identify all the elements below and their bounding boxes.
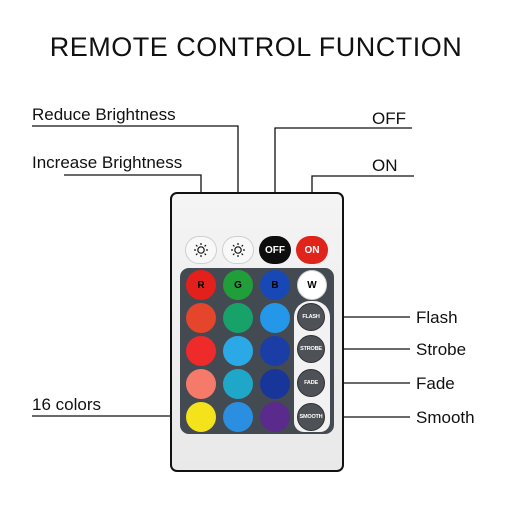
color-button-r3-c3[interactable]	[260, 369, 290, 399]
white-button[interactable]: W	[297, 270, 327, 300]
fade-callout: Fade	[416, 374, 455, 393]
strobe-button[interactable]: STROBE	[297, 335, 325, 363]
color-button-r4-c2[interactable]	[223, 402, 253, 432]
color-button-r1-c2[interactable]	[223, 303, 253, 333]
flash-button[interactable]: FLASH	[297, 303, 325, 331]
brightness-up-button[interactable]	[222, 236, 254, 264]
color-button-r1-c1[interactable]	[186, 303, 216, 333]
on-button[interactable]: ON	[296, 236, 328, 264]
color-button-r4-c3[interactable]	[260, 402, 290, 432]
page-title: REMOTE CONTROL FUNCTION	[49, 32, 463, 62]
red-button[interactable]: R	[186, 270, 216, 300]
reduce-brightness-callout: Reduce Brightness	[32, 105, 176, 124]
strobe-callout: Strobe	[416, 340, 467, 359]
blue-button[interactable]: B	[260, 270, 290, 300]
color-button-r2-c3[interactable]	[260, 336, 290, 366]
color-button-r2-c1[interactable]	[186, 336, 216, 366]
sun-icon	[231, 243, 245, 257]
color-button-r2-c2[interactable]	[223, 336, 253, 366]
color-button-r3-c2[interactable]	[223, 369, 253, 399]
color-button-r3-c1[interactable]	[186, 369, 216, 399]
green-button[interactable]: G	[223, 270, 253, 300]
on-callout: ON	[372, 156, 398, 175]
sun-icon	[194, 243, 208, 257]
smooth-callout: Smooth	[416, 408, 475, 427]
brightness-down-button[interactable]	[185, 236, 217, 264]
color-button-r4-c1[interactable]	[186, 402, 216, 432]
fade-button[interactable]: FADE	[297, 369, 325, 397]
smooth-button[interactable]: SMOOTH	[297, 403, 325, 431]
color-button-r1-c3[interactable]	[260, 303, 290, 333]
off-callout: OFF	[372, 109, 406, 128]
flash-callout: Flash	[416, 308, 458, 327]
colors-callout: 16 colors	[32, 395, 101, 414]
increase-brightness-callout: Increase Brightness	[32, 153, 183, 172]
off-button[interactable]: OFF	[259, 236, 291, 264]
